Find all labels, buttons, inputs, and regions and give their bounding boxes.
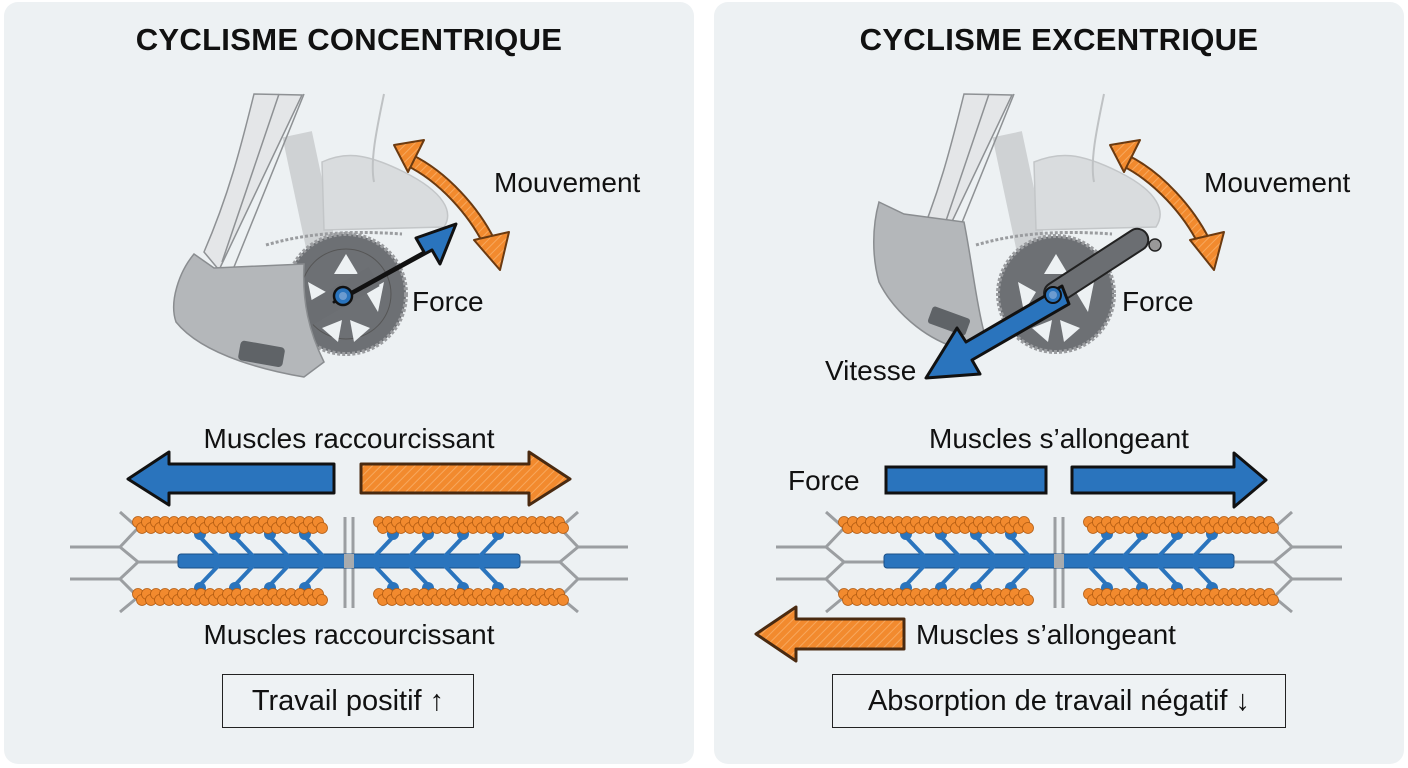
actin-bead — [1267, 522, 1279, 534]
actin-bead — [557, 522, 569, 534]
muscle-label-bottom: Muscles raccourcissant — [204, 619, 495, 650]
cyclist-leg-illustration — [172, 93, 449, 378]
force-label: Force — [1122, 286, 1194, 317]
eccentric-panel: CYCLISME EXCENTRIQUE — [714, 2, 1404, 764]
actin-bead — [1267, 594, 1279, 606]
myosin-head — [904, 564, 926, 587]
myosin-head — [233, 535, 255, 558]
movement-arrow-down — [1189, 231, 1225, 271]
positive-work-box: Travail positif ↑ — [222, 674, 474, 728]
myosin-head — [373, 535, 395, 558]
lengthening-arrow-right — [1070, 451, 1268, 509]
cycling-shoe — [172, 252, 325, 378]
myosin-head — [1122, 564, 1144, 587]
myosin-head — [1087, 535, 1109, 558]
crank-arm — [286, 267, 380, 334]
myosin-head — [904, 535, 926, 558]
myosin-head — [1122, 535, 1144, 558]
actin-bead — [316, 522, 328, 534]
myosin-head — [373, 564, 395, 587]
cycling-shoe — [873, 200, 985, 348]
movement-arrow-up — [1109, 139, 1141, 173]
actin-bead — [1022, 522, 1034, 534]
myosin-head — [198, 535, 220, 558]
movement-label: Mouvement — [1204, 167, 1351, 198]
myosin-head — [1009, 564, 1031, 587]
myosin-head — [408, 564, 430, 587]
ghost-shoe — [321, 154, 449, 231]
myosin-head — [303, 564, 325, 587]
shortening-arrow-right — [359, 450, 572, 507]
myosin-head — [233, 564, 255, 587]
negative-work-label: Absorption de travail négatif — [867, 685, 1228, 717]
negative-work-box: Absorption de travail négatif ↓ — [832, 674, 1286, 728]
z-line — [70, 510, 200, 614]
actin-bead — [1022, 594, 1034, 606]
arrow-down-icon: ↓ — [1235, 685, 1251, 717]
concentric-illustration: Mouvement Force Muscles raccourcissant M… — [70, 93, 641, 650]
concentric-title: CYCLISME CONCENTRIQUE — [135, 22, 563, 57]
z-line — [498, 510, 628, 614]
lengthening-arrow-left — [754, 605, 906, 663]
m-band — [344, 554, 354, 568]
shin — [203, 93, 304, 272]
ghost-shoe — [1033, 154, 1161, 231]
chain — [975, 230, 1113, 247]
movement-arrow-down — [473, 231, 510, 271]
sarcomere-diagram — [70, 510, 628, 614]
muscle-force-label: Force — [788, 465, 860, 496]
myosin-head — [478, 564, 500, 587]
eccentric-title: CYCLISME EXCENTRIQUE — [859, 22, 1259, 57]
eccentric-illustration: Mouvement Force Vitesse Muscles s’allong… — [754, 93, 1351, 663]
muscle-label-bottom: Muscles s’allongeant — [916, 619, 1176, 650]
shortening-arrow-left — [126, 450, 336, 507]
sarcomere-diagram — [776, 510, 1342, 614]
myosin-head — [1157, 535, 1179, 558]
chain — [265, 230, 403, 247]
myosin-head — [303, 535, 325, 558]
myosin-head — [1192, 564, 1214, 587]
myosin-head — [443, 535, 465, 558]
velocity-arrow — [924, 284, 1071, 380]
positive-work-label: Travail positif — [251, 685, 422, 717]
myosin-head — [443, 564, 465, 587]
myosin-head — [1009, 535, 1031, 558]
myosin-head — [1087, 564, 1109, 587]
myosin-head — [939, 564, 961, 587]
myosin-head — [198, 564, 220, 587]
arrow-up-icon: ↑ — [429, 685, 445, 717]
myosin-head — [268, 564, 290, 587]
movement-label: Mouvement — [494, 167, 641, 198]
myosin-head — [268, 535, 290, 558]
muscle-label-top: Muscles raccourcissant — [204, 423, 495, 454]
force-arrow — [332, 222, 458, 304]
z-line — [1212, 510, 1342, 614]
muscle-label-top: Muscles s’allongeant — [929, 423, 1189, 454]
actin-bead — [557, 594, 569, 606]
myosin-head — [974, 564, 996, 587]
myosin-head — [1157, 564, 1179, 587]
movement-arrow-up — [393, 139, 425, 173]
concentric-panel: CYCLISME CONCENTRIQUE — [4, 2, 694, 764]
myosin-head — [408, 535, 430, 558]
myosin-head — [974, 535, 996, 558]
velocity-label: Vitesse — [825, 355, 916, 386]
actin-bead — [316, 594, 328, 606]
m-band — [1054, 554, 1064, 568]
myosin-head — [1192, 535, 1214, 558]
force-label: Force — [412, 286, 484, 317]
z-line — [776, 510, 906, 614]
myosin-head — [939, 535, 961, 558]
pedal — [927, 306, 971, 336]
force-bar-left — [884, 465, 1048, 495]
pedal — [238, 340, 285, 368]
myosin-head — [478, 535, 500, 558]
